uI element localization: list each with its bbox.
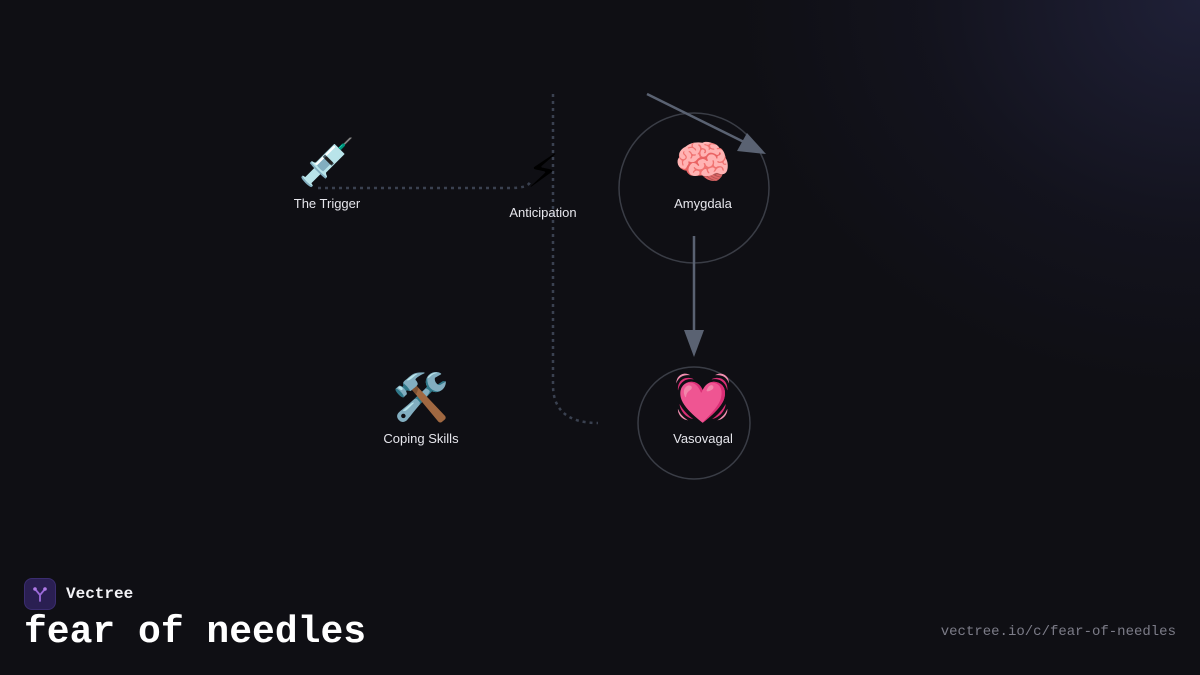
syringe-icon: 💉 <box>298 135 356 189</box>
node-label: Anticipation <box>509 205 577 220</box>
node-anticipation[interactable]: ⚡ Anticipation <box>473 143 613 221</box>
page-title: fear of needles <box>24 611 367 654</box>
brand[interactable]: Vectree <box>24 577 133 611</box>
tools-icon: 🛠️ <box>392 370 450 424</box>
node-label: Coping Skills <box>383 431 459 446</box>
node-label: Amygdala <box>674 196 732 211</box>
arrowhead-amygdala <box>737 133 766 154</box>
node-coping-skills[interactable]: 🛠️ Coping Skills <box>351 369 491 447</box>
node-label: The Trigger <box>293 196 361 211</box>
node-vasovagal[interactable]: 💓 Vasovagal <box>633 369 773 447</box>
arrowhead-vasovagal <box>684 330 704 357</box>
vasovagal-ring <box>637 366 751 480</box>
vectree-tree-icon <box>24 578 56 610</box>
node-the-trigger[interactable]: 💉 The Trigger <box>257 134 397 212</box>
brain-icon: 🧠 <box>674 135 732 189</box>
node-label: Vasovagal <box>673 431 733 446</box>
edge-trigger-to-anticipation <box>318 181 532 190</box>
node-amygdala[interactable]: 🧠 Amygdala <box>633 134 773 212</box>
lightning-icon: ⚡ <box>526 144 560 198</box>
edge-anticipation-to-amygdala <box>646 92 749 146</box>
beating-heart-icon: 💓 <box>674 370 732 424</box>
brand-name: Vectree <box>66 585 134 603</box>
page-url[interactable]: vectree.io/c/fear-of-needles <box>940 624 1176 640</box>
